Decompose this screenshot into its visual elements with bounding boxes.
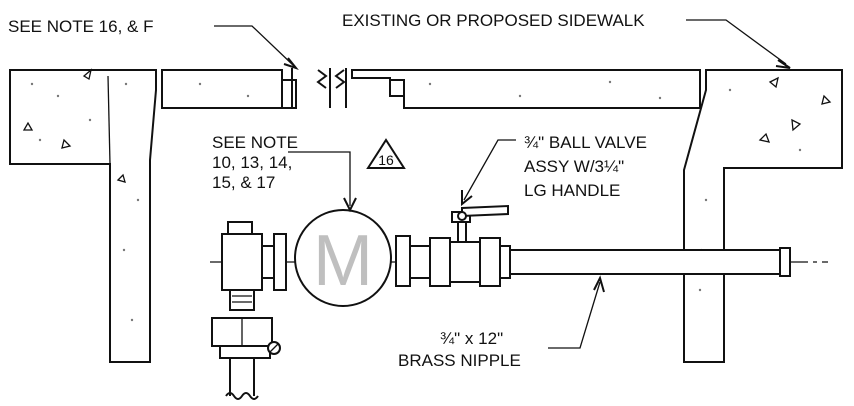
label-see-note: SEE NOTE [212, 133, 298, 152]
meter-letter: M [313, 221, 373, 301]
label-brass-nipple: BRASS NIPPLE [398, 351, 521, 370]
brass-nipple [509, 247, 791, 277]
concrete-slab-left [9, 69, 157, 363]
slab-cover-left [161, 69, 297, 109]
label-note-numbers-line-2: 10, 13, 14, [212, 153, 292, 172]
label-ball-valve-line-3: LG HANDLE [524, 181, 620, 200]
label-note-numbers-line-3: 15, & 17 [212, 173, 275, 192]
label-ball-valve-line-1: ¾" BALL VALVE [524, 133, 647, 152]
revision-triangle: 16 [366, 138, 406, 169]
concrete-hatch [22, 68, 832, 322]
inlet-fitting-assembly [211, 221, 287, 400]
meter: M [294, 209, 392, 307]
label-sidewalk: EXISTING OR PROPOSED SIDEWALK [342, 11, 645, 30]
cover-break-joint [281, 68, 405, 108]
leader-lines [214, 19, 791, 349]
label-nipple-size: ¾" x 12" [440, 329, 503, 348]
concrete-slab-right [683, 69, 843, 363]
triangle-note-number: 16 [378, 152, 394, 168]
ball-valve-assembly [395, 204, 511, 287]
label-ball-valve-line-2: ASSY W/3¼" [524, 157, 624, 176]
label-see-note-16-f: SEE NOTE 16, & F [8, 17, 154, 36]
